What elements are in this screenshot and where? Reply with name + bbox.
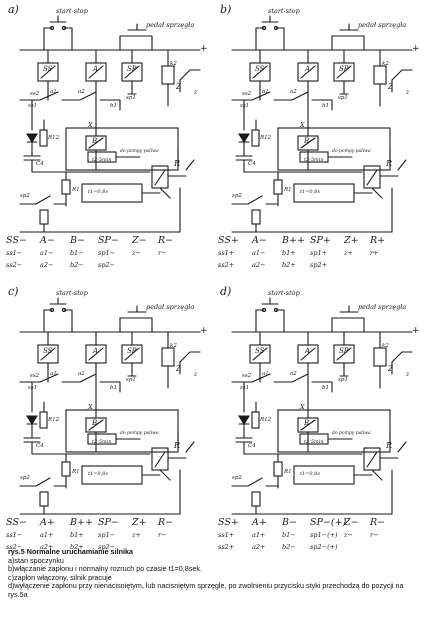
caption-item-c: c)zapłon włączony, silnik pracuje <box>8 572 112 582</box>
panel-a <box>19 15 201 233</box>
panel-d <box>231 297 413 515</box>
caption-item-d: d)wyłączenie zapłonu przy nienacisniętym… <box>8 581 404 599</box>
caption-item-b: b)włączanie zapłonu i normalny rozruch p… <box>8 564 202 574</box>
caption-item-a: a)stan spoczynku <box>8 555 64 565</box>
figure-caption: rys.5 Normalne uruchamianie silnika a)st… <box>8 547 418 600</box>
panel-b <box>231 15 413 233</box>
caption-title: rys.5 Normalne uruchamianie silnika <box>8 547 134 556</box>
panel-c <box>19 297 201 515</box>
